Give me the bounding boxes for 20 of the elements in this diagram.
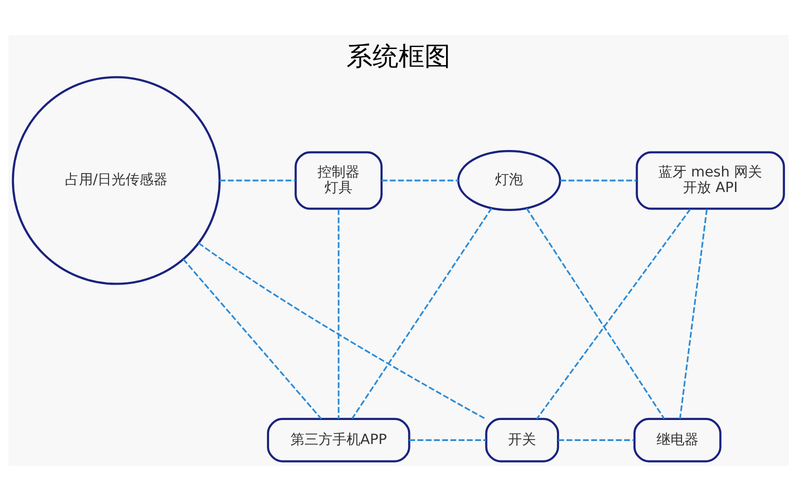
connector	[560, 179, 636, 181]
node-box: 蓝牙 mesh 网关 开放 API	[636, 150, 785, 210]
connector	[338, 208, 340, 418]
node-box: 开关	[485, 417, 560, 462]
node-box: 继电器	[633, 417, 722, 462]
connector	[198, 242, 486, 420]
node-box: 控制器 灯具	[294, 150, 383, 210]
node-circle: 占用/日光传感器	[12, 76, 221, 284]
diagram-title: 系统框图	[346, 42, 450, 72]
connector	[382, 179, 458, 181]
connector	[558, 438, 634, 440]
connector	[182, 258, 322, 419]
connector	[679, 208, 708, 419]
connector	[409, 438, 486, 440]
connector	[351, 207, 492, 419]
node-box: 第三方手机APP	[266, 417, 410, 462]
node-ellipse: 灯泡	[457, 150, 562, 210]
connector	[526, 207, 665, 419]
connector	[220, 179, 296, 181]
connector	[536, 208, 691, 419]
